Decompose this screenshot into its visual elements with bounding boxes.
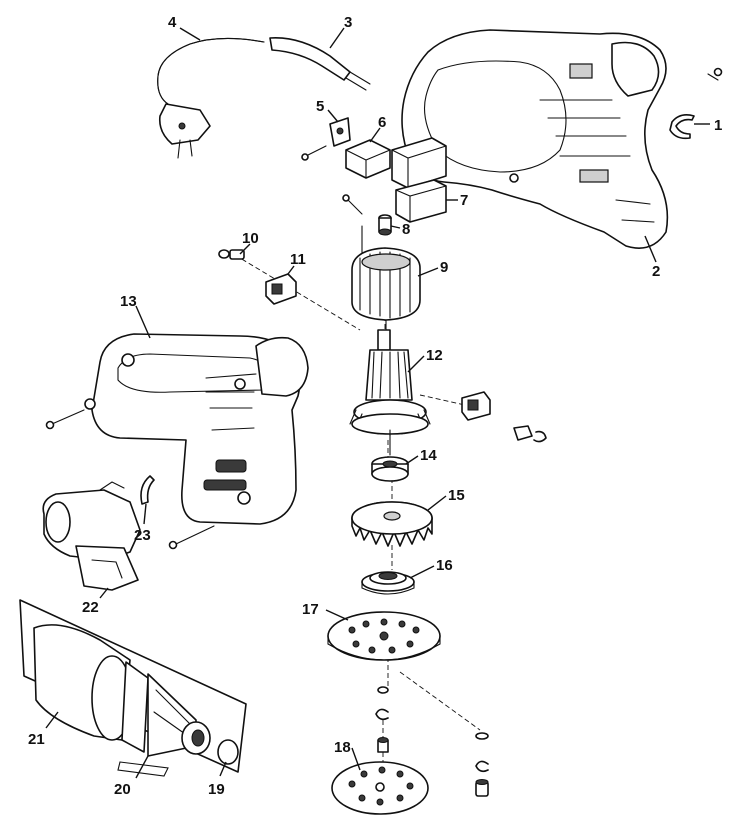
part-dust-bag: [33, 624, 133, 741]
label-part-9: 9: [440, 259, 448, 276]
label-part-3: 3: [344, 14, 352, 31]
label-part-15: 15: [448, 487, 465, 504]
part-bearing-14: [371, 456, 409, 482]
part-fan: [351, 501, 433, 547]
part-sanding-disc: [331, 761, 429, 815]
part-housing-half-left: [84, 333, 309, 525]
label-part-19: 19: [208, 781, 225, 798]
label-part-22: 22: [82, 599, 99, 616]
part-cord-sleeve: [269, 37, 371, 91]
part-number-labels: 1 2 3 4 5 6 7 8 9 10 11 12 13 14 15 16 1…: [28, 14, 722, 798]
part-dust-frame: [117, 661, 211, 777]
part-bearing-8: [342, 194, 392, 263]
leader-lines: [45, 27, 710, 779]
part-plug: [158, 103, 211, 159]
part-switch-holder: [345, 139, 391, 179]
part-bearing-ring: [361, 571, 415, 595]
label-part-12: 12: [426, 347, 443, 364]
part-power-cord: [157, 37, 265, 105]
label-part-8: 8: [402, 221, 410, 238]
screw-housing-top: [707, 67, 723, 81]
label-part-17: 17: [302, 601, 319, 618]
part-brush-holder-right: [461, 391, 547, 443]
part-cord-clamp: [301, 117, 351, 161]
part-pad-fasteners: [375, 686, 489, 797]
label-part-10: 10: [242, 230, 259, 247]
part-switch: [391, 137, 447, 223]
label-part-7: 7: [460, 192, 468, 209]
label-part-2: 2: [652, 263, 660, 280]
part-clip-1: [669, 114, 695, 140]
screw-housing-bottom: [168, 525, 215, 550]
part-brush-holder-left: [265, 273, 297, 305]
part-armature: [349, 329, 431, 456]
part-sanding-pad: [327, 611, 441, 661]
part-dust-adapter: [42, 481, 141, 591]
part-dust-cap: [217, 739, 239, 765]
label-part-13: 13: [120, 293, 137, 310]
label-part-21: 21: [28, 731, 45, 748]
label-part-14: 14: [420, 447, 437, 464]
label-part-18: 18: [334, 739, 351, 756]
label-part-6: 6: [378, 114, 386, 131]
part-stator: [351, 247, 421, 341]
screw-housing-left: [45, 409, 85, 430]
part-housing-half: [401, 29, 669, 249]
label-part-16: 16: [436, 557, 453, 574]
part-clip-23: [140, 475, 155, 505]
label-part-1: 1: [714, 117, 722, 134]
label-part-23: 23: [134, 527, 151, 544]
label-part-5: 5: [316, 98, 324, 115]
label-part-4: 4: [168, 14, 177, 31]
label-part-11: 11: [290, 251, 306, 268]
label-part-20: 20: [114, 781, 131, 798]
part-screw-10: [218, 249, 245, 260]
